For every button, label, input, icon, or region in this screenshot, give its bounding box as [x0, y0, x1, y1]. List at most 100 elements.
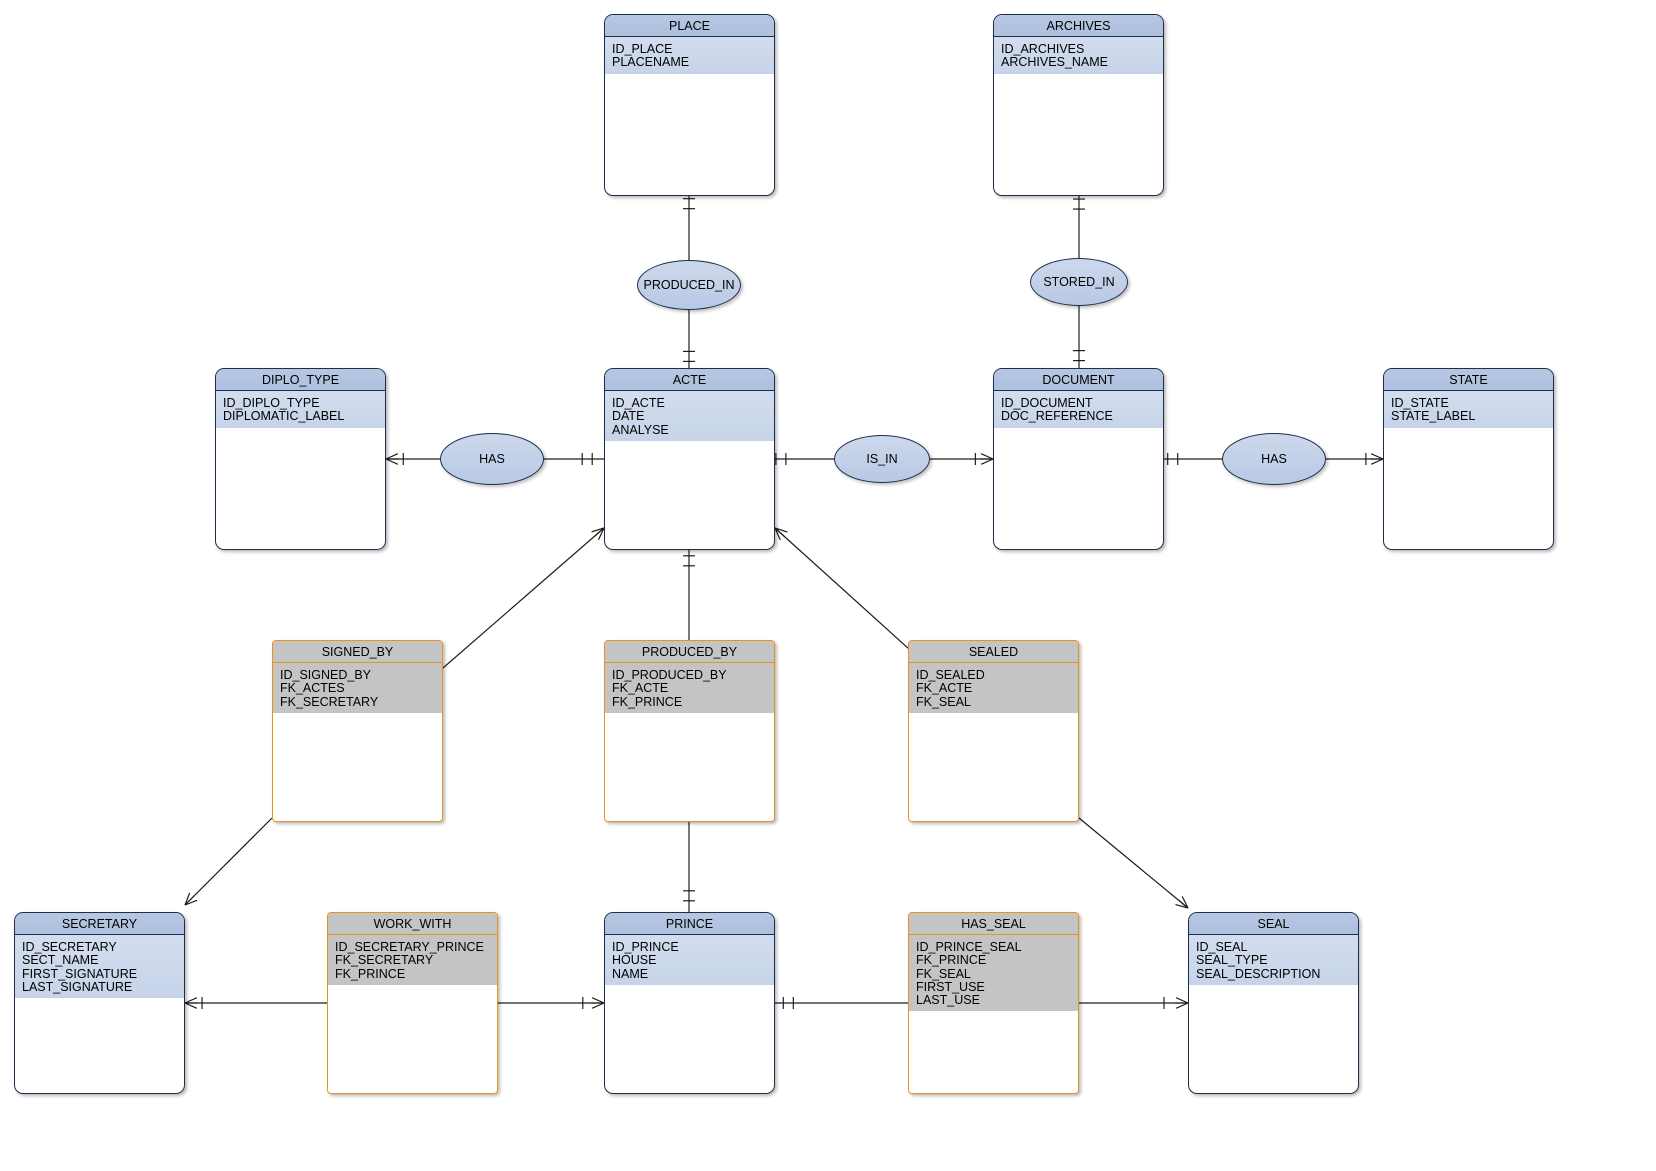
relationship-label: HAS [1261, 452, 1287, 466]
attribute: FK_SEAL [916, 966, 971, 981]
attribute: NAME [612, 966, 649, 981]
entity-title-acte: ACTE [605, 369, 774, 391]
attribute: ARCHIVES_NAME [1001, 55, 1108, 70]
relationship-produced_in[interactable]: PRODUCED_IN [637, 260, 741, 310]
relationship-has_diplo[interactable]: HAS [440, 433, 544, 485]
entity-title-has_seal: HAS_SEAL [909, 913, 1078, 935]
attribute: ID_ACTE [612, 396, 665, 410]
attribute: ID_PRODUCED_BY [612, 668, 727, 682]
relationship-label: HAS [479, 452, 505, 466]
attribute: FK_SECRETARY [335, 953, 434, 968]
crow-foot-marker [980, 453, 994, 465]
relationship-stored_in[interactable]: STORED_IN [1030, 258, 1128, 306]
attribute: ID_SEAL [1196, 940, 1248, 954]
attribute: LAST_USE [916, 993, 980, 1008]
attribute: SEAL_DESCRIPTION [1196, 966, 1321, 981]
attribute: STATE_LABEL [1391, 409, 1476, 424]
attribute: FK_ACTE [916, 681, 973, 696]
entity-title-prince: PRINCE [605, 913, 774, 935]
entity-title-document: DOCUMENT [994, 369, 1163, 391]
relationship-label: STORED_IN [1043, 275, 1115, 289]
attribute: HOUSE [612, 953, 657, 968]
attribute: FK_PRINCE [612, 694, 683, 709]
attribute: DOC_REFERENCE [1001, 409, 1113, 424]
entity-title-sealed: SEALED [909, 641, 1078, 663]
entity-title-state: STATE [1384, 369, 1553, 391]
link-signed_by-secretary [184, 817, 273, 906]
attribute: FK_PRINCE [916, 953, 987, 968]
attribute: FK_SEAL [916, 694, 971, 709]
attribute: FK_PRINCE [335, 966, 406, 981]
entity-title-seal: SEAL [1189, 913, 1358, 935]
attribute: ID_ARCHIVES [1001, 42, 1085, 56]
attribute: LAST_SIGNATURE [22, 979, 133, 994]
entity-title-diplo_type: DIPLO_TYPE [216, 369, 385, 391]
crow-foot-marker [774, 527, 788, 541]
attribute: ID_SECRETARY [22, 940, 117, 954]
entity-title-secretary: SECRETARY [15, 913, 184, 935]
relationship-has_state[interactable]: HAS [1222, 433, 1326, 485]
attribute: ID_DIPLO_TYPE [223, 396, 320, 410]
attribute: ID_SECRETARY_PRINCE [335, 940, 484, 954]
entity-title-signed_by: SIGNED_BY [273, 641, 442, 663]
attribute: FK_ACTE [612, 681, 669, 696]
crow-foot-marker [591, 997, 605, 1009]
attribute: ID_STATE [1391, 396, 1449, 410]
entity-title-place: PLACE [605, 15, 774, 37]
crow-foot-marker [1175, 896, 1189, 909]
attribute: ID_PRINCE [612, 940, 679, 954]
attribute: ID_SEALED [916, 668, 985, 682]
crow-foot-marker [1175, 997, 1189, 1009]
attribute: SECT_NAME [22, 953, 99, 968]
attribute: ID_DOCUMENT [1001, 396, 1093, 410]
attribute: SEAL_TYPE [1196, 953, 1268, 968]
relationship-label: IS_IN [866, 452, 898, 466]
relationship-label: PRODUCED_IN [643, 278, 735, 292]
crow-foot-marker [184, 892, 198, 906]
attribute: ANALYSE [612, 422, 669, 437]
link-acte-signed_by [442, 527, 605, 669]
attribute: FK_ACTES [280, 681, 345, 696]
crow-foot-marker [591, 527, 605, 541]
link-acte-sealed [774, 527, 931, 669]
entity-title-archives: ARCHIVES [994, 15, 1163, 37]
entity-title-produced_by: PRODUCED_BY [605, 641, 774, 663]
link-sealed-seal [1078, 817, 1189, 909]
entity-title-work_with: WORK_WITH [328, 913, 497, 935]
attribute: ID_PLACE [612, 42, 673, 56]
crow-foot-marker [385, 453, 399, 465]
crow-foot-marker [184, 997, 198, 1009]
attribute: ID_SIGNED_BY [280, 668, 372, 682]
attribute: FK_SECRETARY [280, 694, 379, 709]
attribute: PLACENAME [612, 55, 690, 70]
crow-foot-marker [1370, 453, 1384, 465]
relationship-is_in[interactable]: IS_IN [834, 435, 930, 483]
